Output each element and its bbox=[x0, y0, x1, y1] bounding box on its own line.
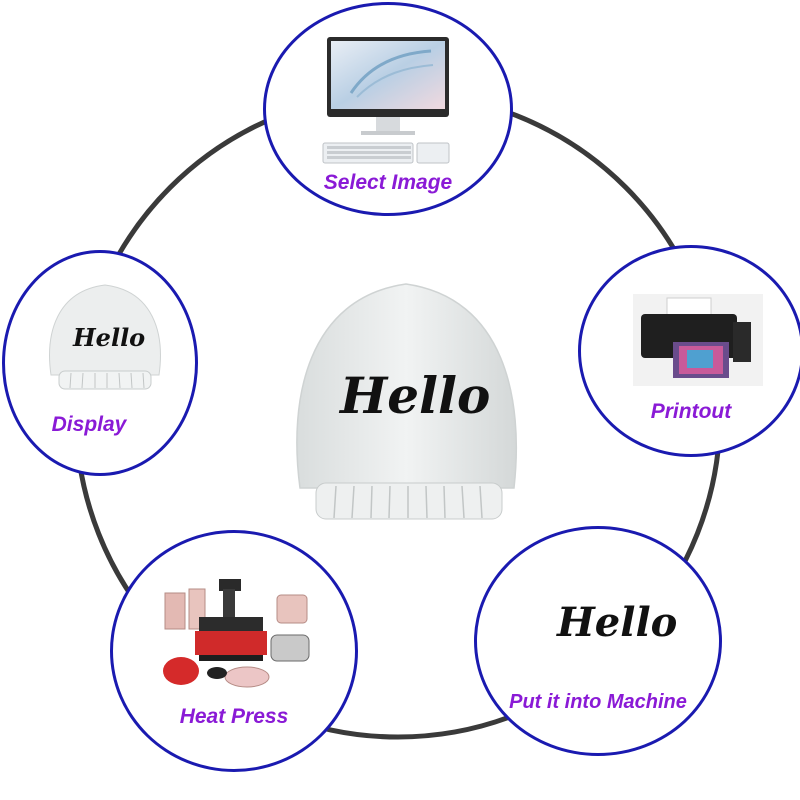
step-label-put-into-machine: Put it into Machine bbox=[477, 691, 719, 714]
machine-hello-text: Hello bbox=[557, 599, 677, 646]
step-label-display: Display bbox=[2, 413, 195, 437]
step-heat-press: Heat Press bbox=[110, 530, 358, 772]
step-select-image: Select Image bbox=[263, 2, 513, 216]
printer-icon bbox=[633, 294, 763, 386]
step-put-into-machine: Hello Put it into Machine bbox=[474, 526, 722, 756]
step-label-select-image: Select Image bbox=[266, 171, 510, 195]
step-display: Hello Display bbox=[2, 250, 198, 476]
step-label-printout: Printout bbox=[581, 400, 800, 424]
step-printout: Printout bbox=[578, 245, 800, 457]
display-hello-text: Hello bbox=[73, 323, 145, 352]
center-hello-text: Hello bbox=[340, 366, 490, 425]
heat-press-machine-icon bbox=[159, 573, 313, 689]
computer-monitor-icon bbox=[321, 33, 461, 173]
step-label-heat-press: Heat Press bbox=[113, 705, 355, 729]
center-head-cover: Hello bbox=[288, 278, 524, 524]
